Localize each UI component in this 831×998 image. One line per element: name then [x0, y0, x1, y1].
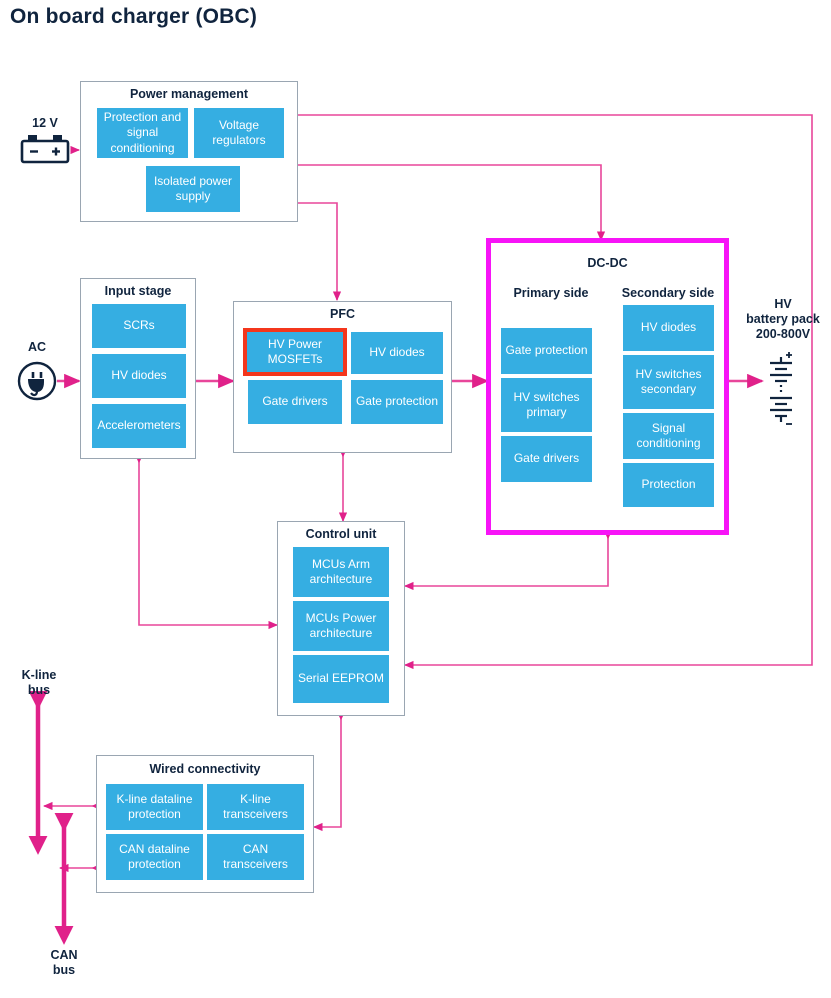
- hv-battery-line-3: 200-800V: [755, 327, 811, 341]
- group-title-wired-connectivity: Wired connectivity: [149, 762, 261, 776]
- block-voltage-regulators[interactable]: Voltage regulators: [194, 108, 284, 158]
- dcdc-primary-side-title: Primary side: [513, 286, 589, 300]
- label-ac: AC: [27, 340, 47, 354]
- hv-battery-line-1: HV: [774, 297, 792, 311]
- label-12v: 12 V: [32, 116, 58, 130]
- label-kline-bus: K-line bus: [8, 668, 70, 698]
- label-can-bus: CAN bus: [33, 948, 95, 978]
- block-serial-eeprom[interactable]: Serial EEPROM: [293, 655, 389, 703]
- group-title-pfc: PFC: [330, 307, 355, 321]
- block-accelerometers[interactable]: Accelerometers: [92, 404, 186, 448]
- block-kline-transceivers[interactable]: K-line transceivers: [207, 784, 304, 830]
- group-control-unit: Control unit MCUs Arm architecture MCUs …: [277, 521, 405, 716]
- group-title-input-stage: Input stage: [104, 284, 172, 298]
- ac-plug-icon: [17, 361, 57, 401]
- group-wired-connectivity: Wired connectivity K-line dataline prote…: [96, 755, 314, 893]
- kline-bus-line-1: K-line: [21, 668, 57, 682]
- block-hv-diodes-input[interactable]: HV diodes: [92, 354, 186, 398]
- block-hv-diodes-secondary[interactable]: HV diodes: [623, 305, 714, 351]
- block-hv-diodes-pfc[interactable]: HV diodes: [351, 332, 443, 374]
- can-bus-line-1: CAN: [50, 948, 78, 962]
- dcdc-secondary-side-title: Secondary side: [621, 286, 715, 300]
- label-hv-battery: HV battery pack 200-800V: [735, 297, 831, 342]
- group-title-control-unit: Control unit: [305, 527, 377, 541]
- block-gate-drivers-primary[interactable]: Gate drivers: [501, 436, 592, 482]
- group-power-management: Power management Protection and signal c…: [80, 81, 298, 222]
- group-input-stage: Input stage SCRs HV diodes Accelerometer…: [80, 278, 196, 459]
- block-kline-dataline-protection[interactable]: K-line dataline protection: [106, 784, 203, 830]
- can-bus-line-2: bus: [52, 963, 76, 977]
- group-title-dcdc: DC-DC: [587, 256, 628, 270]
- block-gate-protection-primary[interactable]: Gate protection: [501, 328, 592, 374]
- block-hv-switches-secondary[interactable]: HV switches secondary: [623, 355, 714, 409]
- block-hv-switches-primary[interactable]: HV switches primary: [501, 378, 592, 432]
- block-hv-power-mosfets[interactable]: HV Power MOSFETs: [243, 328, 347, 376]
- hv-battery-line-2: battery pack: [746, 312, 820, 326]
- block-gate-protection-pfc[interactable]: Gate protection: [351, 380, 443, 424]
- block-mcus-power-architecture[interactable]: MCUs Power architecture: [293, 601, 389, 651]
- group-dcdc: DC-DC Primary side Secondary side Gate p…: [486, 238, 729, 535]
- block-mcus-arm-architecture[interactable]: MCUs Arm architecture: [293, 547, 389, 597]
- group-title-power-management: Power management: [129, 87, 249, 101]
- block-can-dataline-protection[interactable]: CAN dataline protection: [106, 834, 203, 880]
- block-scrs[interactable]: SCRs: [92, 304, 186, 348]
- kline-bus-line-2: bus: [27, 683, 51, 697]
- block-isolated-power-supply[interactable]: Isolated power supply: [146, 166, 240, 212]
- block-can-transceivers[interactable]: CAN transceivers: [207, 834, 304, 880]
- battery-cell-stack-icon: [770, 352, 792, 425]
- block-gate-drivers-pfc[interactable]: Gate drivers: [248, 380, 342, 424]
- block-signal-conditioning-secondary[interactable]: Signal conditioning: [623, 413, 714, 459]
- car-battery-icon: [20, 135, 70, 164]
- page-title: On board charger (OBC): [10, 5, 258, 28]
- block-protection-and-signal-conditioning[interactable]: Protection and signal conditioning: [97, 108, 188, 158]
- block-protection-secondary[interactable]: Protection: [623, 463, 714, 507]
- group-pfc: PFC HV Power MOSFETs HV diodes Gate driv…: [233, 301, 452, 453]
